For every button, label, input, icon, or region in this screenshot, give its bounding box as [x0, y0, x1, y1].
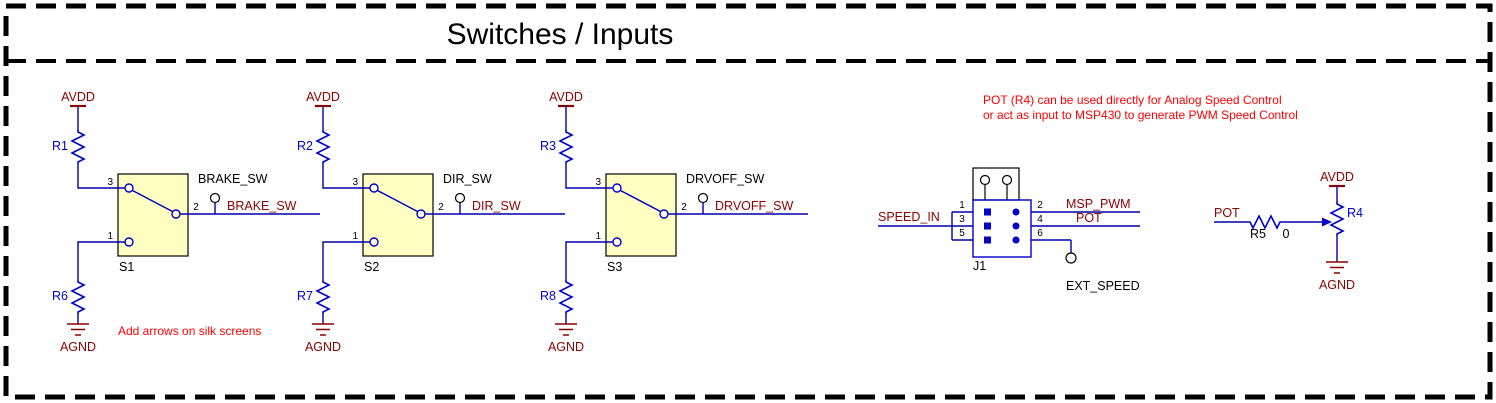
ground-net-label: AGND — [1319, 278, 1355, 292]
pot-usage-note-line1: POT (R4) can be used directly for Analog… — [983, 93, 1282, 107]
series-resistor-ref: R5 — [1250, 227, 1266, 241]
ground-net-label: AGND — [305, 340, 341, 354]
j1-labels: SPEED_IN 1 3 5 2 4 6 MSP_PWM POT EXT_SPE… — [878, 197, 1140, 293]
pulldown-resistor-ref: R7 — [297, 289, 313, 303]
msp-pwm-net-label: MSP_PWM — [1066, 197, 1131, 211]
pin-number-top: 3 — [352, 177, 358, 188]
power-net-label: AVDD — [61, 90, 95, 104]
pin-number-top: 3 — [595, 177, 601, 188]
dir-switch-circuit-symbol[interactable] — [310, 104, 567, 337]
port-net-label: BRAKE_SW — [198, 172, 268, 186]
port-net-label: DRVOFF_SW — [686, 172, 764, 186]
pulldown-resistor-ref: R8 — [540, 289, 556, 303]
brake-switch-labels: AVDD R1 3 2 1 BRAKE_SW BRAKE_SW S1 R6 AG… — [52, 90, 297, 354]
wire-net-label: DIR_SW — [472, 199, 521, 213]
drvoff-switch-circuit-symbol[interactable] — [553, 104, 810, 337]
ground-net-label: AGND — [60, 340, 96, 354]
series-resistor-symbol[interactable] — [1248, 214, 1282, 230]
wire-net-label: DRVOFF_SW — [715, 199, 793, 213]
pin-number-5: 5 — [959, 228, 965, 239]
speed-in-wires[interactable] — [878, 211, 973, 241]
dir-switch-labels: AVDD R2 3 2 1 DIR_SW DIR_SW S2 R7 AGND — [297, 90, 521, 354]
power-net-label: AVDD — [306, 90, 340, 104]
pin-number-out: 2 — [681, 202, 687, 213]
connector-pin-2 — [1012, 208, 1020, 216]
pot-circuit-symbol[interactable] — [1214, 184, 1348, 274]
pin-number-2: 2 — [1037, 200, 1043, 211]
silkscreen-note: Add arrows on silk screens — [118, 324, 261, 338]
pot-labels: AVDD R4 POT R5 0 AGND — [1214, 170, 1363, 292]
drvoff-switch-labels: AVDD R3 3 2 1 DRVOFF_SW DRVOFF_SW S3 R8 … — [540, 90, 793, 354]
series-resistor-value: 0 — [1283, 227, 1290, 241]
power-net-label: AVDD — [1320, 170, 1354, 184]
wire-net-label: BRAKE_SW — [227, 199, 297, 213]
sheet-title: Switches / Inputs — [447, 18, 674, 51]
connector-body[interactable] — [972, 199, 1032, 258]
pin-number-4: 4 — [1037, 214, 1043, 225]
connector-pin-6 — [1012, 236, 1020, 244]
pot-net-label: POT — [1076, 211, 1102, 225]
wiper-arrow — [1322, 217, 1332, 227]
pulldown-resistor-ref: R6 — [52, 289, 68, 303]
jumper-pin-circle — [979, 174, 991, 186]
potentiometer-symbol[interactable] — [1329, 202, 1345, 236]
connector-pin-3 — [984, 222, 991, 230]
switch-ref: S1 — [119, 260, 134, 274]
j1-connector-symbol[interactable] — [878, 167, 1140, 264]
connector-ref: J1 — [973, 259, 986, 273]
pin-number-bottom: 1 — [595, 231, 601, 242]
connector-pin-1 — [984, 208, 991, 216]
power-net-label: AVDD — [549, 90, 583, 104]
speed-in-net-label: SPEED_IN — [878, 210, 940, 224]
connector-pin-5 — [984, 236, 991, 244]
pin-number-bottom: 1 — [352, 231, 358, 242]
pullup-resistor-ref: R3 — [540, 139, 556, 153]
pullup-resistor-ref: R1 — [52, 139, 68, 153]
pin-number-1: 1 — [959, 200, 965, 211]
pot-ref: R4 — [1347, 206, 1363, 220]
pin-number-out: 2 — [193, 202, 199, 213]
ext-speed-net-label: EXT_SPEED — [1066, 279, 1140, 293]
ground-net-label: AGND — [548, 340, 584, 354]
pullup-resistor-ref: R2 — [297, 139, 313, 153]
jumper-pin-stems — [984, 184, 1008, 200]
pin-number-out: 2 — [438, 202, 444, 213]
switch-ref: S2 — [364, 260, 379, 274]
port-net-label: DIR_SW — [443, 172, 492, 186]
brake-switch-circuit-symbol[interactable] — [65, 104, 322, 337]
jumper-shunt-body[interactable] — [972, 167, 1020, 201]
connector-output-wires[interactable] — [1031, 211, 1140, 253]
ground-symbol[interactable] — [1326, 261, 1348, 274]
connector-pin-4 — [1012, 222, 1020, 230]
ext-speed-port-circle[interactable] — [1065, 252, 1077, 264]
pot-usage-note-line2: or act as input to MSP430 to generate PW… — [983, 108, 1298, 122]
pot-net-label: POT — [1214, 206, 1240, 220]
jumper-pin-circle — [1001, 174, 1013, 186]
pin-number-top: 3 — [107, 177, 113, 188]
sheet-border — [3, 3, 1493, 400]
switch-ref: S3 — [607, 260, 622, 274]
pin-number-bottom: 1 — [107, 231, 113, 242]
pin-number-3: 3 — [959, 214, 965, 225]
pin-number-6: 6 — [1037, 228, 1043, 239]
